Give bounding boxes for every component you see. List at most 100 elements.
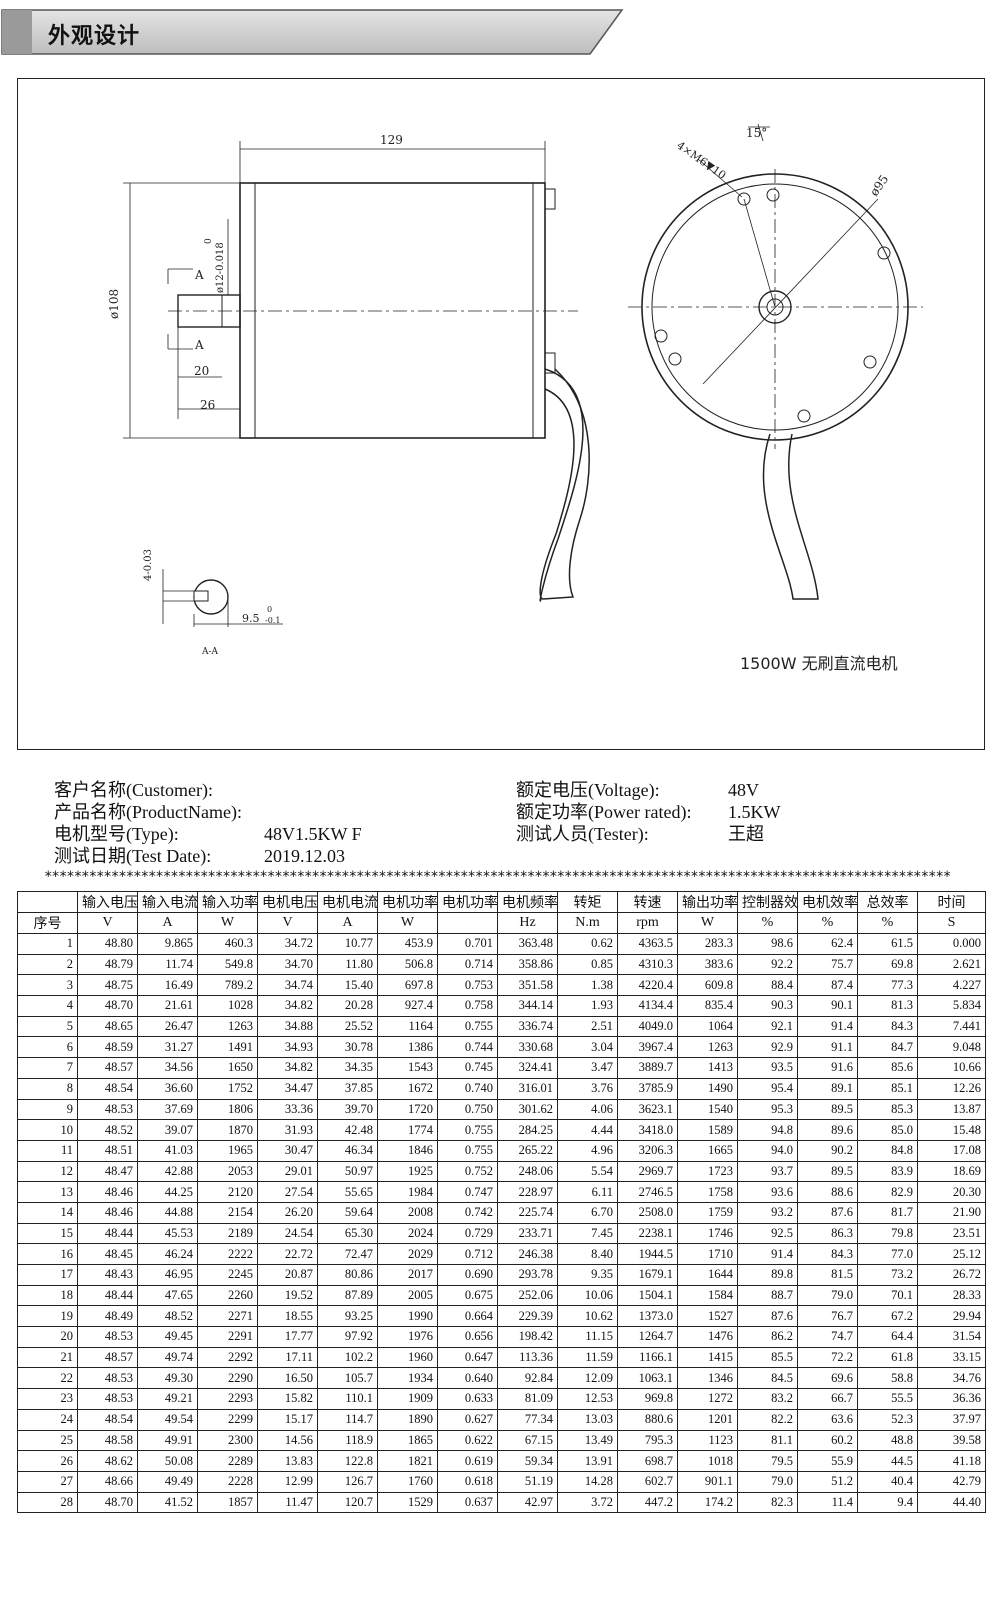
table-cell: 1123: [677, 1429, 738, 1452]
row-index-cell: 26: [17, 1450, 78, 1472]
table-cell: 93.2: [737, 1201, 798, 1224]
table-cell: 20.28: [317, 995, 378, 1017]
table-cell: 9.4: [857, 1491, 918, 1514]
row-index-cell: 20: [17, 1326, 78, 1348]
table-cell: 74.7: [797, 1326, 858, 1348]
info-label: 额定功率(Power rated):: [516, 802, 692, 822]
row-index-cell: 13: [17, 1181, 78, 1203]
table-cell: 1965: [197, 1139, 258, 1162]
table-cell: 86.2: [737, 1326, 798, 1348]
table-cell: 2245: [197, 1264, 258, 1286]
column-header: 电机频率: [497, 891, 558, 913]
table-cell: 1164: [377, 1015, 438, 1038]
table-cell: 77.34: [497, 1408, 558, 1431]
table-cell: 88.7: [737, 1284, 798, 1307]
table-cell: 1723: [677, 1160, 738, 1183]
column-header: 电机电流: [317, 891, 378, 913]
table-cell: 34.74: [257, 974, 318, 997]
table-cell: 344.14: [497, 995, 558, 1017]
table-cell: 0.750: [437, 1098, 498, 1121]
table-cell: 6.70: [557, 1201, 618, 1224]
table-cell: 0.622: [437, 1429, 498, 1452]
row-index-cell: 15: [17, 1222, 78, 1245]
table-cell: 34.82: [257, 995, 318, 1017]
table-cell: 4049.0: [617, 1015, 678, 1038]
table-cell: 11.59: [557, 1346, 618, 1369]
table-cell: 0.714: [437, 953, 498, 976]
table-cell: 363.48: [497, 933, 558, 955]
table-cell: 15.82: [257, 1388, 318, 1410]
table-cell: 0.62: [557, 933, 618, 955]
table-cell: 283.3: [677, 933, 738, 955]
table-cell: 0.755: [437, 1015, 498, 1038]
table-cell: 789.2: [197, 974, 258, 997]
table-cell: 92.5: [737, 1222, 798, 1245]
info-left: 客户名称(Customer): 产品名称(ProductName): 电机型号(…: [54, 779, 484, 869]
section-title: 外观设计: [48, 23, 141, 49]
row-index-cell: 27: [17, 1470, 78, 1493]
row-index-cell: 21: [17, 1346, 78, 1369]
table-cell: 15.48: [917, 1119, 986, 1141]
table-cell: 17.11: [257, 1346, 318, 1369]
table-cell: 34.35: [317, 1057, 378, 1079]
unit-header: [437, 912, 498, 934]
table-cell: 2969.7: [617, 1160, 678, 1183]
table-cell: 4.96: [557, 1139, 618, 1162]
table-cell: 284.25: [497, 1119, 558, 1141]
section-label: A-A: [201, 647, 219, 657]
table-cell: 1272: [677, 1388, 738, 1410]
table-cell: 228.97: [497, 1181, 558, 1203]
column-header: 电机电压: [257, 891, 318, 913]
table-cell: 174.2: [677, 1491, 738, 1514]
row-index-cell: 28: [17, 1491, 78, 1514]
table-cell: 17.08: [917, 1139, 986, 1162]
table-cell: 77.0: [857, 1243, 918, 1265]
table-cell: 198.42: [497, 1326, 558, 1348]
table-cell: 67.2: [857, 1305, 918, 1328]
table-cell: 72.47: [317, 1243, 378, 1265]
table-cell: 44.5: [857, 1450, 918, 1472]
column-header: 转速: [617, 891, 678, 913]
dim-shaft-length: 26: [200, 398, 215, 412]
table-cell: 1201: [677, 1408, 738, 1431]
table-cell: 93.6: [737, 1181, 798, 1203]
table-cell: 835.4: [677, 995, 738, 1017]
table-cell: 9.048: [917, 1036, 986, 1059]
table-cell: 47.65: [137, 1284, 198, 1307]
table-cell: 3206.3: [617, 1139, 678, 1162]
table-cell: 39.07: [137, 1119, 198, 1141]
table-cell: 91.6: [797, 1057, 858, 1079]
table-cell: 70.1: [857, 1284, 918, 1307]
table-cell: 0.640: [437, 1367, 498, 1390]
info-label: 产品名称(ProductName):: [54, 802, 242, 822]
table-cell: 265.22: [497, 1139, 558, 1162]
table-cell: 126.7: [317, 1470, 378, 1493]
info-label: 测试人员(Tester):: [516, 824, 649, 844]
table-cell: 1413: [677, 1057, 738, 1079]
table-cell: 50.08: [137, 1450, 198, 1472]
table-cell: 13.49: [557, 1429, 618, 1452]
table-cell: 85.5: [737, 1346, 798, 1369]
table-cell: 22.72: [257, 1243, 318, 1265]
table-head: 输入电压输入电流输入功率电机电压电机电流电机功率电机功率因数电机频率转矩转速输出…: [17, 891, 986, 934]
table-cell: 3.72: [557, 1491, 618, 1514]
table-cell: 0.618: [437, 1470, 498, 1493]
unit-header: V: [77, 912, 138, 934]
row-index-cell: 24: [17, 1408, 78, 1431]
table-cell: 61.5: [857, 933, 918, 955]
table-cell: 52.3: [857, 1408, 918, 1431]
column-header: 电机功率: [377, 891, 438, 913]
table-cell: 34.47: [257, 1077, 318, 1100]
unit-header: 序号: [17, 912, 78, 934]
table-cell: 44.25: [137, 1181, 198, 1203]
table-cell: 2017: [377, 1264, 438, 1286]
table-cell: 1890: [377, 1408, 438, 1431]
table-cell: 48.70: [77, 995, 138, 1017]
